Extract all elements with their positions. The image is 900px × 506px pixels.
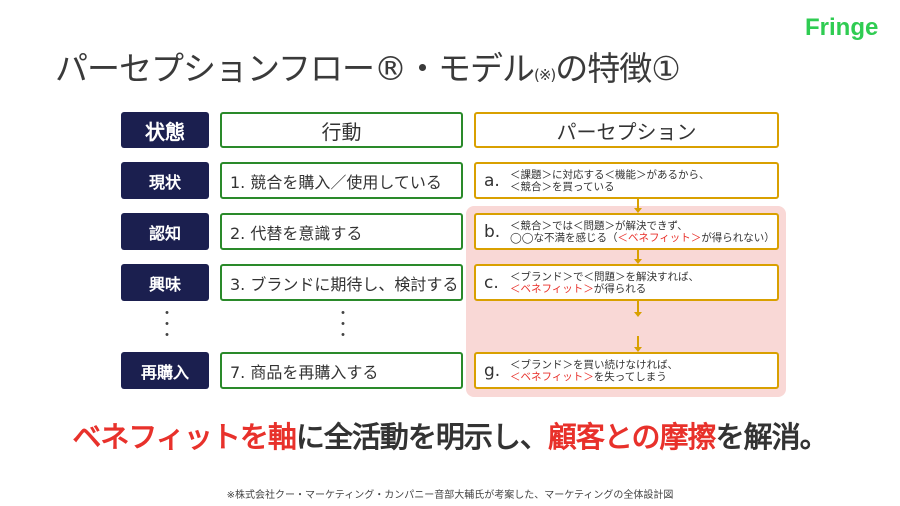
perception-cell: c. ＜ブランド＞で＜問題＞を解決すれば、 ＜ベネフィット＞が得られる (474, 264, 779, 301)
perception-line-1: ＜ブランド＞を買い続けなければ、 (510, 358, 678, 371)
perception-cell: b. ＜競合＞では＜問題＞が解決できず、 ◯◯な不満を感じる（＜ベネフィット＞が… (474, 213, 779, 250)
fringe-logo: Fringe (805, 14, 879, 41)
title-main: パーセプションフロー®・モデル (55, 49, 535, 88)
benefit-highlight: ＜ベネフィット＞ (617, 231, 702, 244)
key-message: ベネフィットを軸に全活動を明示し、顧客との摩擦を解消。 (0, 414, 900, 456)
perception-letter: c. (484, 272, 499, 293)
benefit-highlight: ＜ベネフィット＞ (510, 282, 594, 295)
state-cell: 再購入 (121, 352, 209, 389)
title-suffix: の特徴① (555, 49, 681, 88)
perception-line-1: ＜ブランド＞で＜問題＞を解決すれば、 (510, 270, 699, 283)
perception-line-2: ◯◯な不満を感じる（ (510, 231, 618, 244)
footnote: ※株式会社クー・マーケティング・カンパニー音部大輔氏が考案した、マーケティングの… (226, 490, 674, 501)
state-cell: 現状 (121, 162, 209, 199)
perception-line-1: ＜課題＞に対応する＜機能＞があるから、 (510, 168, 710, 181)
flow-arrow (634, 301, 642, 317)
flow-arrow (634, 336, 642, 352)
action-cell: 1. 競合を購入／使用している (220, 162, 463, 199)
header-perception: パーセプション (474, 112, 779, 148)
perception-line-2-end: を失ってしまう (593, 370, 667, 383)
action-cell: 7. 商品を再購入する (220, 352, 463, 389)
perception-line-2: ＜競合＞を買っている (510, 180, 615, 193)
perception-letter: a. (484, 170, 500, 191)
action-cell: 2. 代替を意識する (220, 213, 463, 250)
perception-letter: g. (484, 360, 501, 381)
header-action: 行動 (220, 112, 463, 148)
perception-cell: a. ＜課題＞に対応する＜機能＞があるから、 ＜競合＞を買っている (474, 162, 779, 199)
header-state: 状態 (121, 112, 209, 148)
flow-arrow (634, 249, 642, 264)
perception-line-2-end: が得られない） (701, 231, 775, 244)
perception-letter: b. (484, 221, 501, 242)
action-cell: 3. ブランドに期待し、検討する (220, 264, 463, 301)
message-highlight-2: 顧客との摩擦 (547, 420, 717, 454)
state-cell: 認知 (121, 213, 209, 250)
ellipsis-state: ・ ・ ・ (160, 306, 174, 344)
flow-arrow (634, 199, 642, 213)
perception-cell: g. ＜ブランド＞を買い続けなければ、 ＜ベネフィット＞を失ってしまう (474, 352, 779, 389)
perception-line-1: ＜競合＞では＜問題＞が解決できず、 (510, 219, 688, 232)
ellipsis-action: ・ ・ ・ (336, 306, 350, 344)
perception-line-2-end: が得られる (593, 282, 647, 295)
title-note: (※) (534, 66, 556, 84)
message-highlight-1: ベネフィットを軸 (72, 420, 296, 454)
message-end: を解消。 (715, 420, 829, 454)
message-text: に全活動を明示し、 (295, 420, 549, 454)
page-title: パーセプションフロー®・モデル(※)の特徴① (55, 42, 681, 90)
state-cell: 興味 (121, 264, 209, 301)
benefit-highlight: ＜ベネフィット＞ (510, 370, 594, 383)
